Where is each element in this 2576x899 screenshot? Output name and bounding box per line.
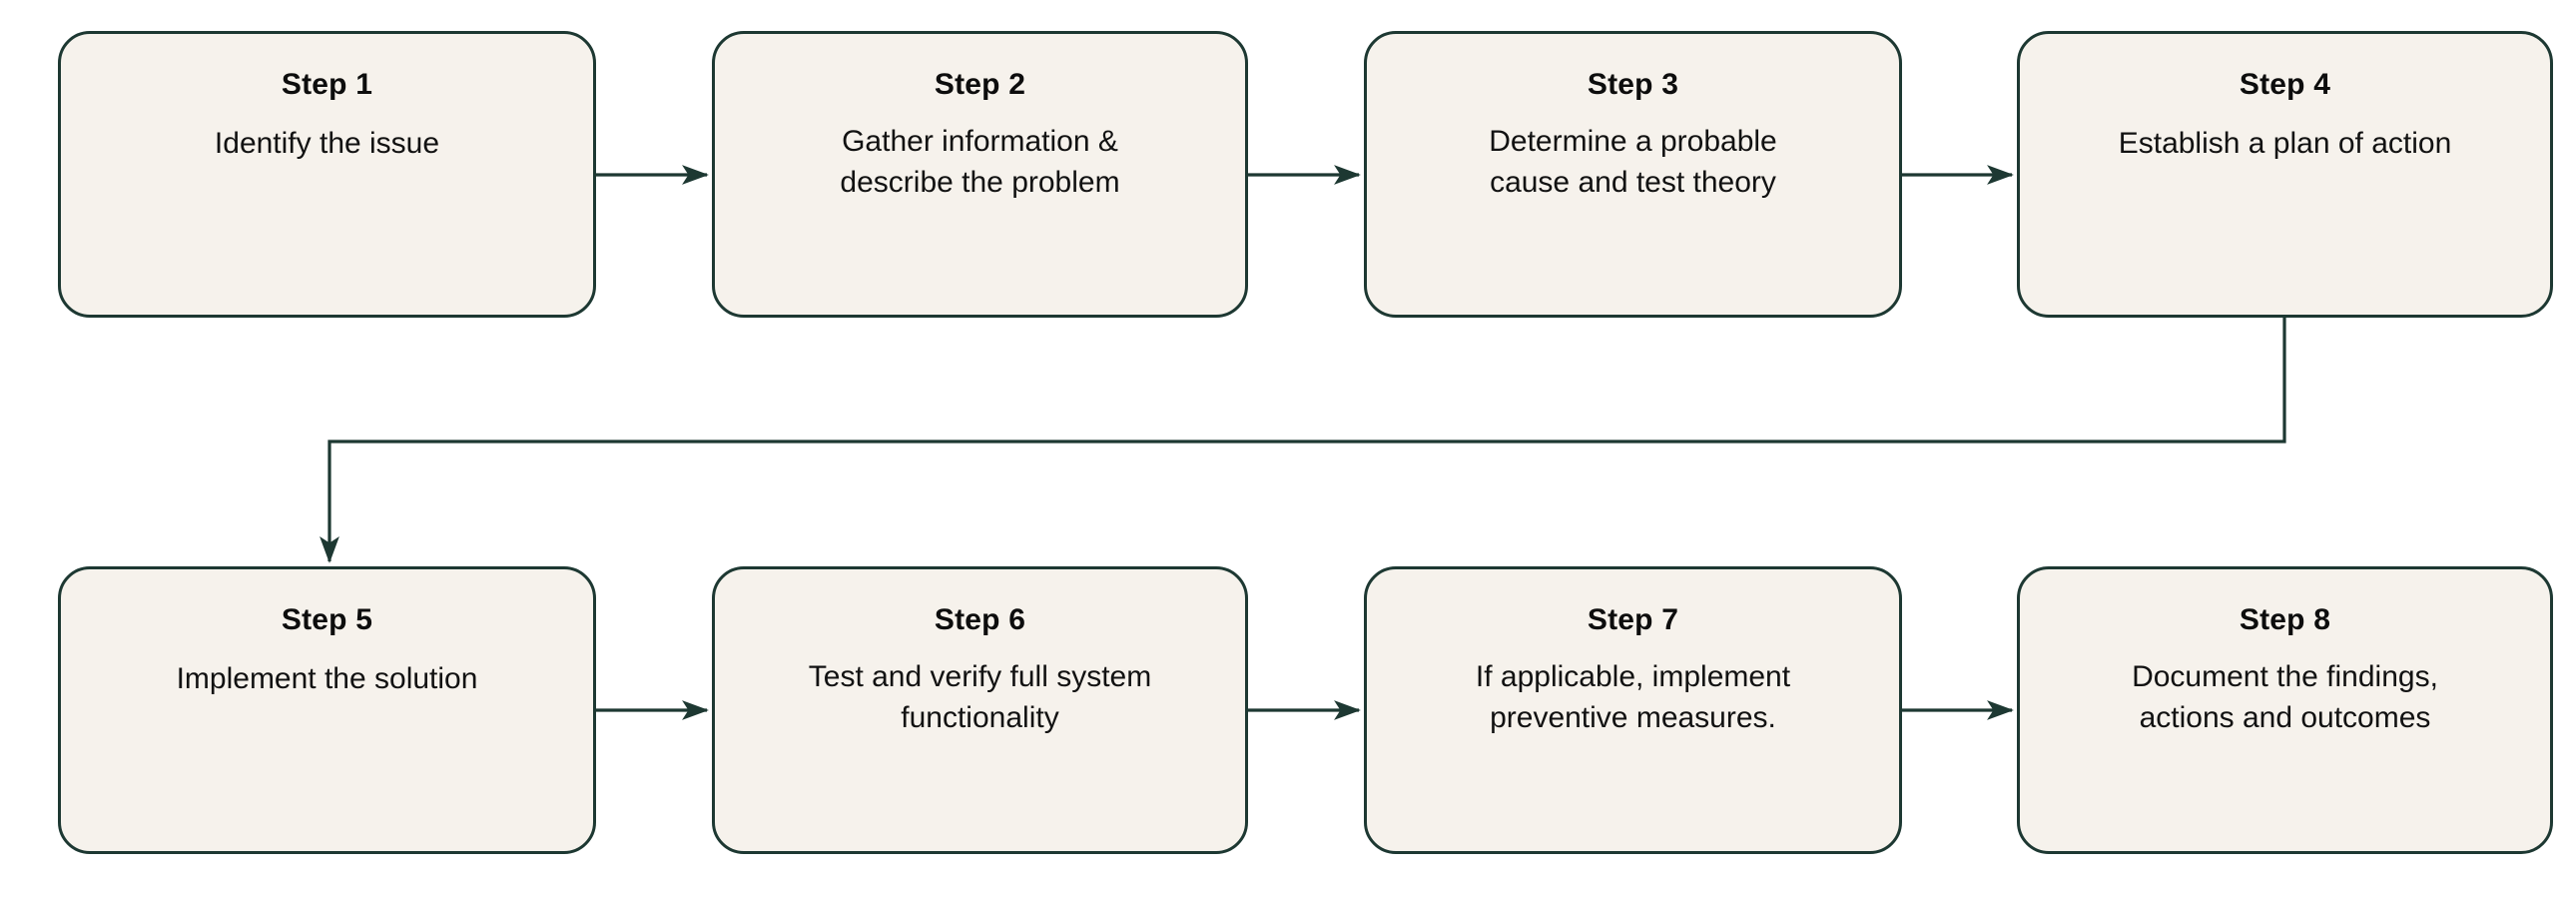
flow-node-title: Step 3 — [1587, 68, 1679, 101]
flow-node-description: Implement the solution — [176, 662, 478, 695]
flow-node-title: Step 5 — [281, 603, 373, 636]
flow-node-title: Step 7 — [1587, 603, 1679, 636]
flow-node-step2[interactable]: Step 2 Gather information & describe the… — [712, 31, 1248, 318]
flow-node-description: Identify the issue — [214, 127, 440, 160]
flow-node-step4[interactable]: Step 4 Establish a plan of action — [2017, 31, 2553, 318]
flow-node-description: Document the findings, actions and outco… — [2132, 660, 2438, 735]
flow-node-description: Gather information & describe the proble… — [840, 125, 1120, 200]
edge-step4-step5 — [320, 318, 2286, 563]
flow-node-title: Step 6 — [934, 603, 1026, 636]
flow-node-description: If applicable, implement preventive meas… — [1475, 660, 1791, 735]
flow-node-step5[interactable]: Step 5 Implement the solution — [58, 566, 596, 854]
flow-node-step8[interactable]: Step 8 Document the findings, actions an… — [2017, 566, 2553, 854]
flow-node-step6[interactable]: Step 6 Test and verify full system funct… — [712, 566, 1248, 854]
flow-node-title: Step 8 — [2239, 603, 2331, 636]
flow-node-title: Step 2 — [934, 68, 1026, 101]
flow-node-title: Step 1 — [281, 68, 373, 101]
flow-node-title: Step 4 — [2239, 68, 2331, 101]
flow-node-step1[interactable]: Step 1 Identify the issue — [58, 31, 596, 318]
flow-node-description: Establish a plan of action — [2118, 127, 2452, 160]
flow-node-step7[interactable]: Step 7 If applicable, implement preventi… — [1364, 566, 1902, 854]
flow-node-description: Test and verify full system functionalit… — [808, 660, 1152, 735]
flow-node-description: Determine a probable cause and test theo… — [1489, 125, 1777, 200]
flow-node-step3[interactable]: Step 3 Determine a probable cause and te… — [1364, 31, 1902, 318]
